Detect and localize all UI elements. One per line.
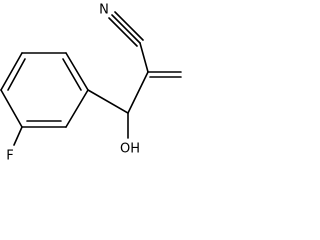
- ring-to-fluorine-bond: [13, 126, 23, 146]
- alkene-to-carbinol-bond: [127, 71, 149, 114]
- nitrile-triple-bond-1: [108, 17, 138, 47]
- carbinol-to-ring-bond: [87, 89, 129, 114]
- fluorine-label: F: [6, 149, 13, 164]
- benzene-ring: [0, 52, 89, 128]
- nitrile-to-alkene-bond: [139, 42, 149, 73]
- nitrile-triple-bond-2: [111, 14, 141, 44]
- nitrogen-label: N: [99, 3, 109, 18]
- ring-inner-double-2: [7, 58, 26, 91]
- structure-diagram: N F OH: [0, 3, 182, 164]
- ring-bond-3: [0, 52, 23, 91]
- ring-bond-1: [65, 52, 89, 91]
- nitrile-group: [108, 11, 149, 73]
- ring-bond-6: [65, 89, 89, 128]
- ring-inner-double-1: [62, 58, 82, 91]
- hydroxyl-label: OH: [120, 142, 140, 157]
- methylene-group: [147, 71, 182, 78]
- ring-bond-4: [0, 89, 23, 128]
- nitrile-triple-bond-3: [114, 11, 144, 41]
